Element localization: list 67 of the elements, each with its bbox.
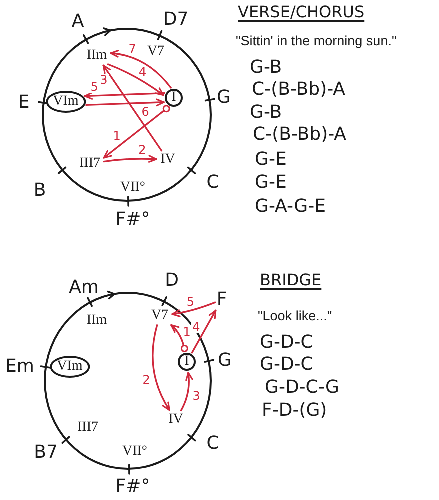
degree-label: VII° [121, 444, 149, 460]
circle-node: I [178, 353, 196, 371]
chord-label: A [72, 13, 84, 31]
edge-label: 4 [138, 66, 148, 78]
degree-label: IIm [84, 48, 110, 64]
chord-label: E [18, 94, 30, 112]
chord-label: Em [6, 358, 34, 376]
degree-label: V7 [149, 308, 171, 324]
arrow [152, 324, 171, 412]
degree-label: IV [158, 152, 178, 168]
chord-label: D7 [163, 11, 189, 29]
chord-progression: G-B [250, 104, 282, 122]
section-heading: VERSE/CHORUS [238, 4, 365, 24]
edge-label: 5 [186, 296, 196, 308]
degree-label: V7 [146, 44, 166, 60]
arrow [86, 98, 165, 107]
chord-progression: C-(B-Bb)-A [253, 126, 346, 144]
arrow [191, 310, 217, 354]
arrow [170, 324, 186, 353]
degree-label: III7 [78, 156, 102, 172]
edge-label: 5 [90, 80, 100, 93]
lyric-quote: "Look like..." [258, 309, 332, 323]
chord-progression: F-D-(G) [262, 402, 328, 420]
chord-label: G [218, 352, 232, 370]
edge-label: 6 [140, 106, 150, 118]
arrow [84, 92, 166, 100]
arrow [103, 155, 158, 163]
degree-label: III7 [76, 420, 100, 436]
arrow [110, 50, 172, 89]
chord-progression: G-E [255, 174, 287, 192]
oval-node: VIm [50, 356, 90, 378]
lyric-quote: "Sittin' in the morning sun." [236, 34, 397, 48]
arrow [103, 106, 170, 159]
chord-label: B7 [34, 444, 58, 462]
edge-label: 3 [99, 74, 109, 86]
chord-label: C [206, 435, 220, 453]
chord-label: Am [69, 279, 99, 297]
edge-label: 1 [182, 326, 192, 338]
chord-progression: C-(B-Bb)-A [252, 81, 346, 99]
chord-progression: G-D-C [260, 356, 314, 374]
degree-label: VII° [119, 180, 147, 196]
chord-label: F#° [116, 211, 150, 229]
arrow [107, 64, 164, 96]
chord-label: F#° [116, 478, 150, 496]
edge-label: 7 [128, 42, 138, 55]
chord-label: C [206, 174, 220, 192]
edge-label: 2 [138, 144, 148, 156]
edge-label: 1 [112, 130, 122, 142]
chord-progression: G-D-C-G [265, 379, 340, 397]
degree-label: IIm [86, 313, 108, 329]
chord-progression: G-A-G-E [255, 198, 326, 216]
chord-label: F [216, 291, 228, 309]
arrow [172, 302, 216, 318]
chord-progression: G-E [255, 151, 287, 169]
edge-label: 4 [192, 321, 202, 333]
oval-node: VIm [46, 91, 86, 113]
chord-label: G [217, 89, 231, 107]
arrow [180, 372, 194, 412]
chord-progression: G-D-C [260, 334, 314, 352]
degree-label: IV [166, 412, 186, 428]
chord-label: D [165, 272, 179, 290]
edge-label: 2 [142, 374, 152, 386]
chord-progression: G-B [250, 59, 282, 77]
arrow [102, 64, 163, 152]
chord-label: B [34, 182, 46, 200]
edge-label: 3 [192, 390, 202, 402]
section-heading: BRIDGE [260, 272, 322, 292]
